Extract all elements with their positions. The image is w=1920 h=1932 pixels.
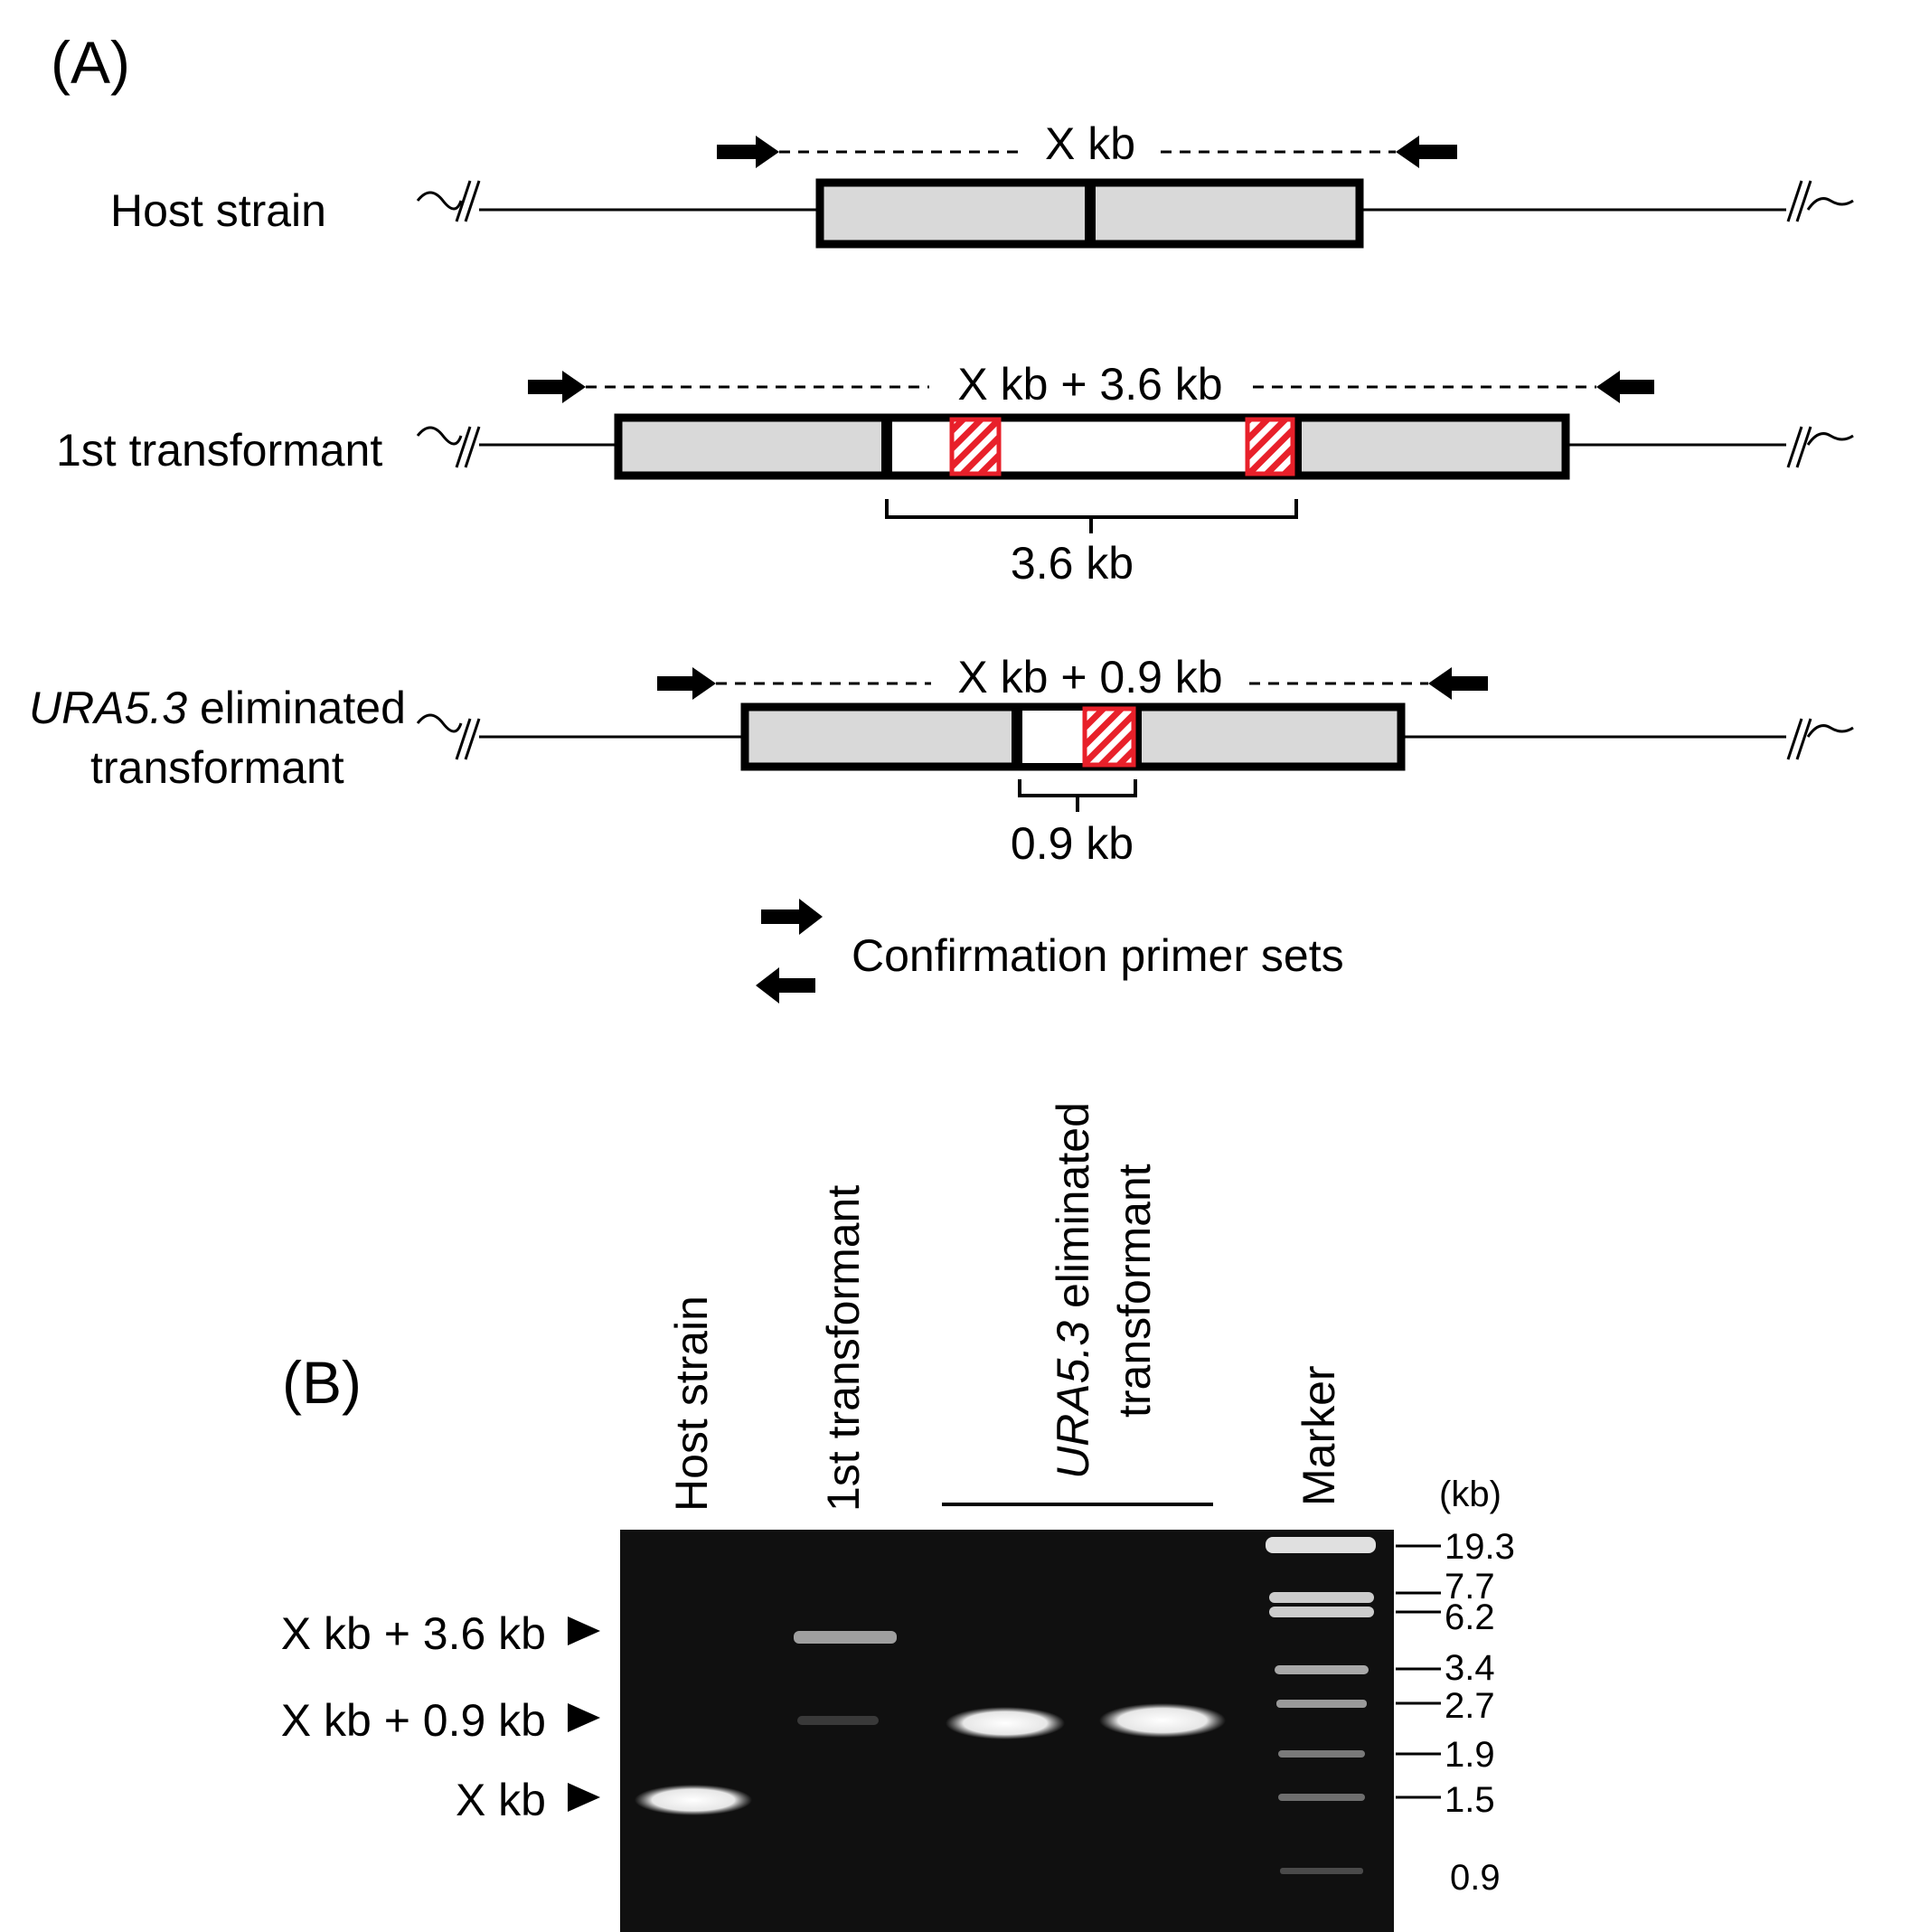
band-ura-eliminated-2 (1099, 1703, 1226, 1738)
marker-band (1280, 1868, 1363, 1874)
band-ura-eliminated-1 (946, 1707, 1065, 1739)
marker-size-label: 6.2 (1445, 1597, 1495, 1637)
band-pointer-icon (568, 1783, 600, 1812)
marker-band (1266, 1537, 1376, 1553)
reverse-primer-arrow-icon (756, 967, 815, 1004)
marker-band (1275, 1665, 1369, 1674)
reverse-primer-arrow-icon (1596, 371, 1654, 403)
lane-label-ura-eliminated: URA5.3 eliminated (1048, 1102, 1098, 1479)
size-bracket (885, 499, 1298, 533)
lane-label-1st-transformant: 1st transformant (818, 1185, 869, 1512)
marker-size-label: 2.7 (1445, 1686, 1495, 1726)
lane-label-marker: Marker (1294, 1365, 1344, 1506)
marker-band (1278, 1794, 1365, 1801)
marker-band (1269, 1607, 1374, 1617)
forward-primer-arrow-icon (528, 371, 586, 403)
marker-unit-label: (kb) (1439, 1475, 1501, 1514)
lane-label-host-strain: Host strain (666, 1296, 717, 1512)
forward-primer-arrow-icon (657, 667, 716, 700)
repeat-marker (1082, 706, 1136, 768)
repeat-marker (1245, 417, 1295, 476)
band-label: X kb + 0.9 kb (281, 1695, 546, 1746)
marker-size-label: 7.7 (1445, 1567, 1495, 1607)
amplicon-label: X kb + 0.9 kb (957, 652, 1222, 702)
forward-primer-arrow-icon (761, 899, 823, 935)
repeat-marker (949, 417, 1002, 476)
band-pointer-icon (568, 1616, 600, 1645)
host-strain-row: Host strain X kb (110, 118, 1854, 249)
reverse-primer-arrow-icon (1428, 667, 1488, 700)
band-label: X kb (456, 1775, 546, 1825)
amplicon-label: X kb (1045, 118, 1135, 169)
ura-eliminated-row: URA5.3 eliminated transformant X kb + 0.… (29, 652, 1854, 869)
band-pointer-icon (568, 1703, 600, 1732)
marker-band (1276, 1700, 1367, 1708)
marker-size-label: 0.9 (1450, 1858, 1501, 1898)
bracket-label: 3.6 kb (1011, 538, 1134, 589)
lane-label-transformant: transformant (1109, 1164, 1160, 1418)
primer-legend: Confirmation primer sets (756, 899, 1344, 1004)
marker-size-label: 19.3 (1445, 1527, 1515, 1567)
panel-a-label: (A) (51, 29, 130, 96)
band-label: X kb + 3.6 kb (281, 1608, 546, 1659)
marker-size-label: 1.9 (1445, 1735, 1495, 1775)
break-mark-icon (455, 180, 472, 222)
forward-primer-arrow-icon (717, 136, 779, 168)
marker-band (1278, 1750, 1365, 1758)
marker-band (1269, 1592, 1374, 1603)
break-mark-icon (1786, 426, 1803, 468)
row-label-1st-transformant: 1st transformant (56, 425, 382, 476)
bracket-label: 0.9 kb (1011, 818, 1134, 869)
reverse-primer-arrow-icon (1396, 136, 1457, 168)
break-mark-icon (416, 191, 463, 211)
amplicon-label: X kb + 3.6 kb (957, 359, 1222, 410)
row-label-transformant: transformant (90, 742, 344, 793)
band-1st-transformant (794, 1631, 897, 1644)
marker-scale: 19.3 7.7 6.2 3.4 2.7 1.9 1.5 0.9 (1396, 1527, 1515, 1898)
band-host-strain (635, 1785, 752, 1815)
break-mark-icon (1786, 718, 1803, 760)
size-bracket (1018, 779, 1137, 812)
legend-label: Confirmation primer sets (852, 930, 1344, 981)
break-mark-icon (416, 426, 463, 446)
gel-image (620, 1530, 1394, 1932)
band-1st-transformant-faint (797, 1716, 879, 1725)
first-transformant-row: 1st transformant X kb + 3.6 kb 3.6 kb (56, 359, 1854, 589)
break-mark-icon (416, 713, 463, 733)
cassette-insert (887, 421, 1296, 472)
break-mark-icon (1786, 180, 1803, 222)
marker-size-label: 3.4 (1445, 1648, 1495, 1688)
band-labels: X kb + 3.6 kb X kb + 0.9 kb X kb (281, 1608, 600, 1825)
row-label-ura-eliminated: URA5.3 eliminated (29, 683, 406, 733)
panel-b-label: (B) (282, 1349, 362, 1416)
marker-size-label: 1.5 (1445, 1780, 1495, 1820)
row-label-host-strain: Host strain (110, 185, 326, 236)
